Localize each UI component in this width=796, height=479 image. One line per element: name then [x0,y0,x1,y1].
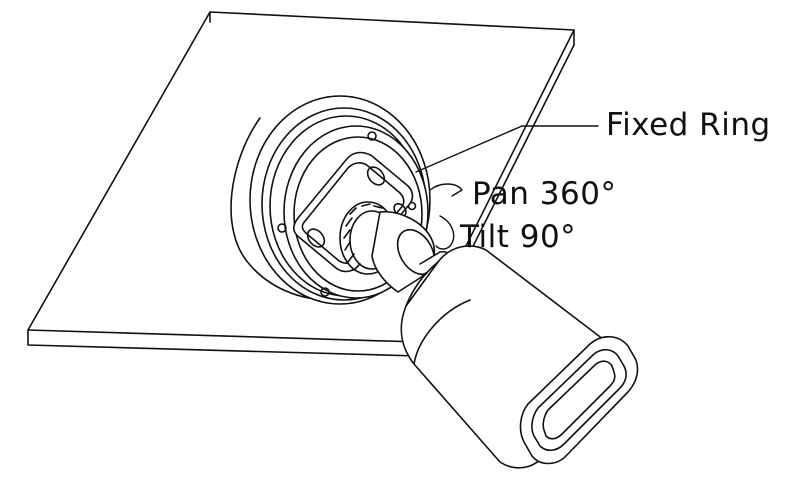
tilt-arrow [435,215,455,250]
bracket-slot [306,228,326,248]
pan-arrow [429,183,463,197]
bracket-slot [366,166,386,186]
pan-label: Pan 360° [472,176,617,212]
fixed-ring-label: Fixed Ring [606,107,771,143]
tilt-label: Tilt 90° [460,219,577,255]
fixed-ring-leader-line [415,125,523,173]
camera-lens [519,335,639,465]
annotations [415,125,599,250]
ring-screw [367,131,377,141]
ring-screw [277,223,287,233]
ring-screw [320,287,330,297]
